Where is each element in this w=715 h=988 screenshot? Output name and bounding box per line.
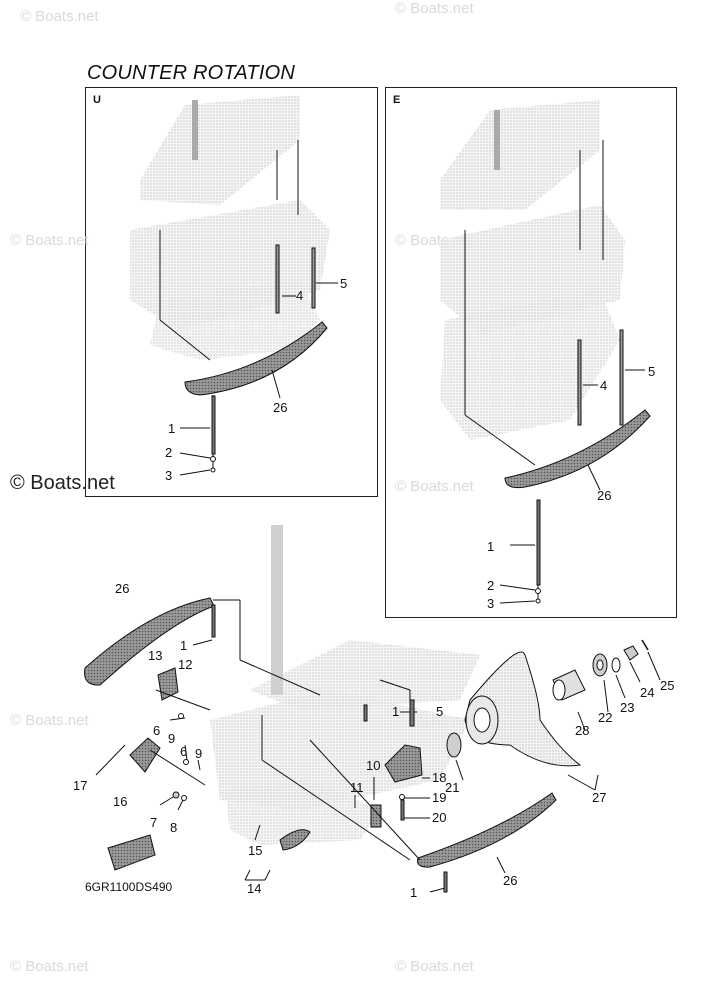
- nut-24: [623, 645, 639, 661]
- panel-u-label: U: [93, 94, 101, 106]
- callout: 17: [73, 778, 87, 793]
- washer-23: [611, 657, 621, 673]
- callout: 22: [598, 710, 612, 725]
- watermark: © Boats.net: [10, 232, 89, 249]
- callout: 19: [432, 790, 446, 805]
- callout: 28: [575, 723, 589, 738]
- callout: 10: [366, 758, 380, 773]
- main-housing: [210, 525, 480, 845]
- cotter-pin-25: [641, 639, 649, 651]
- callout: 18: [432, 770, 446, 785]
- callout: 16: [113, 794, 127, 809]
- callout: 7: [150, 815, 157, 830]
- callout: 26: [503, 873, 517, 888]
- callout: 27: [592, 790, 606, 805]
- callout: 1: [168, 421, 175, 436]
- anode-10: [370, 804, 382, 828]
- callout: 9: [168, 731, 175, 746]
- callout: 1: [487, 539, 494, 554]
- main-trim-tab-26-bottom: [417, 792, 557, 868]
- panel-u-housing: [130, 95, 330, 360]
- panel-u-bolts: [210, 244, 316, 473]
- callout: 5: [436, 704, 443, 719]
- callout: 21: [445, 780, 459, 795]
- main-callouts: 1 1 1 5 6 6 7 8 9 9 10 11 12 13 14 15 16…: [73, 581, 674, 900]
- callout: 4: [296, 288, 303, 303]
- watermark: © Boats.net: [10, 958, 89, 975]
- callout: 6: [153, 723, 160, 738]
- panel-e-callout-lines: [499, 369, 645, 604]
- callout: 23: [620, 700, 634, 715]
- anode-12: [157, 667, 179, 701]
- watermark: © Boats.net: [395, 478, 474, 495]
- callout: 1: [180, 638, 187, 653]
- callout: 13: [148, 648, 162, 663]
- callout: 24: [640, 685, 654, 700]
- anode-16: [129, 737, 161, 773]
- watermark: © Boats.net: [395, 0, 474, 17]
- drawing-code: 6GR1100DS490: [85, 880, 173, 894]
- panel-e-bolts: [535, 329, 624, 604]
- callout: 3: [487, 596, 494, 611]
- callout: 1: [392, 704, 399, 719]
- callout: 11: [350, 780, 364, 795]
- callout: 6: [180, 744, 187, 759]
- callout: 26: [115, 581, 129, 596]
- callout: 3: [165, 468, 172, 483]
- thrust-washer-21: [446, 732, 462, 758]
- panel-u: U: [85, 87, 378, 497]
- panel-u-callout-lines: [179, 282, 338, 476]
- callout: 25: [660, 678, 674, 693]
- watermark: © Boats.net: [10, 712, 89, 729]
- callout: 12: [178, 657, 192, 672]
- callout: 2: [487, 578, 494, 593]
- callout: 2: [165, 445, 172, 460]
- main-leader-lines: [95, 599, 661, 893]
- callout: 5: [648, 364, 655, 379]
- main-trim-tab-26-top: [84, 597, 215, 686]
- copyright-notice: © Boats.net: [10, 472, 115, 494]
- callout: 15: [248, 843, 262, 858]
- propeller: [464, 651, 582, 767]
- spacer-28: [552, 669, 586, 701]
- washer-22: [592, 653, 608, 677]
- anode-18: [384, 744, 423, 783]
- panel-e-housing: [440, 100, 625, 440]
- callout: 4: [600, 378, 607, 393]
- watermark: © Boats.net: [20, 8, 99, 25]
- bracket-front: [107, 834, 156, 871]
- callout: 5: [340, 276, 347, 291]
- panel-e: E: [385, 87, 677, 618]
- main-bolts: [172, 604, 448, 893]
- callout: 14: [247, 881, 261, 896]
- callout: 8: [170, 820, 177, 835]
- watermark: © Boats.net: [395, 958, 474, 975]
- panel-e-trim-tab: [504, 409, 651, 489]
- callout: 20: [432, 810, 446, 825]
- callout: 9: [195, 746, 202, 761]
- callout: 1: [410, 885, 417, 900]
- page-title: COUNTER ROTATION: [87, 62, 296, 84]
- panel-e-callouts: 4 5 1 2 3 26: [487, 364, 655, 611]
- callout: 26: [597, 488, 611, 503]
- callout: 26: [273, 400, 287, 415]
- cover-15: [279, 829, 311, 851]
- panel-e-label: E: [393, 94, 401, 106]
- panel-u-callouts: 4 5 1 2 3 26: [165, 276, 347, 483]
- panel-u-trim-tab: [184, 321, 328, 396]
